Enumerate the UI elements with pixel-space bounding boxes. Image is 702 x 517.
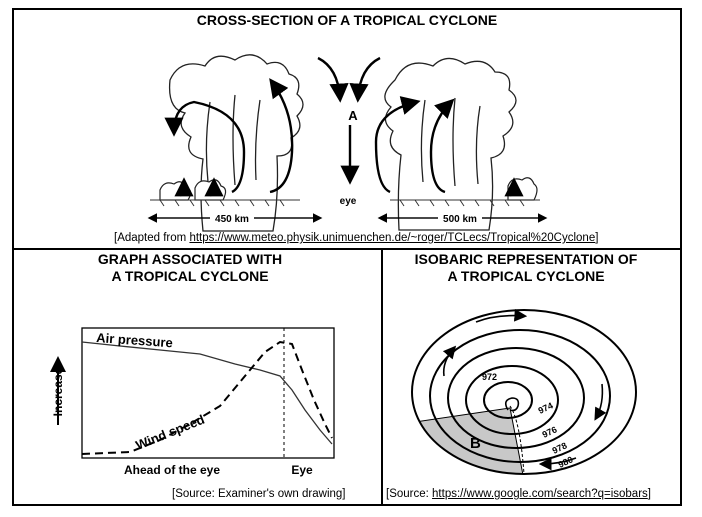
y-axis-label: Increase [51,367,65,416]
vertical-divider [381,248,383,506]
cross-section-source: [Adapted from https://www.meteo.physik.u… [114,232,599,244]
isobar-976 [447,347,585,449]
airflow-arrows [164,56,524,197]
sector-dashed-edge [509,405,525,475]
isobar-label-974: 974 [537,400,555,415]
horizontal-divider [14,248,680,250]
distance-left-label: 450 km [215,214,249,225]
graph-title-line1: GRAPH ASSOCIATED WITH [97,251,283,267]
isobar-map: 972 974 976 978 980 B [411,308,637,475]
label-b: B [470,435,481,452]
air-pressure-line [81,341,333,445]
isobar-title-line2: A TROPICAL CYCLONE [447,268,605,284]
centre-spiral [504,397,520,412]
isobar-source-link[interactable]: https://www.google.com/search?q=isobars [432,488,648,500]
graph-source: [Source: Examiner's own drawing] [172,488,346,500]
graph-title: GRAPH ASSOCIATED WITH A TROPICAL CYCLONE [60,251,320,285]
figure-frame [12,8,682,506]
x-label-ahead: Ahead of the eye [124,463,220,477]
isobar-title: ISOBARIC REPRESENTATION OF A TROPICAL CY… [392,251,660,285]
wind-speed-line [81,340,333,455]
isobar-label-980: 980 [557,454,575,469]
cross-section-diagram: A eye 450 km 500 km [147,54,548,232]
cross-section-title: CROSS-SECTION OF A TROPICAL CYCLONE [196,12,498,28]
ground-hatching [150,199,540,207]
x-label-eye: Eye [291,463,313,477]
isobar-972 [483,381,533,419]
graph-box [81,327,335,459]
cross-section-source-link[interactable]: https://www.meteo.physik.unimuenchen.de/… [189,232,596,244]
isobar-source: [Source: https://www.google.com/search?q… [386,488,651,500]
label-a: A [348,108,358,123]
air-pressure-label: Air pressure [96,330,173,350]
right-cloud-wall [384,57,517,231]
isobar-label-972: 972 [482,372,497,382]
label-eye: eye [340,196,357,207]
cyclone-graph: Increase Air pressure Wind speed Ahead o… [50,327,335,477]
isobar-978 [429,329,611,463]
isobar-title-line1: ISOBARIC REPRESENTATION OF [414,251,638,267]
graph-title-line2: A TROPICAL CYCLONE [111,268,269,284]
isobar-974 [465,365,559,435]
distance-right-label: 500 km [443,214,477,225]
